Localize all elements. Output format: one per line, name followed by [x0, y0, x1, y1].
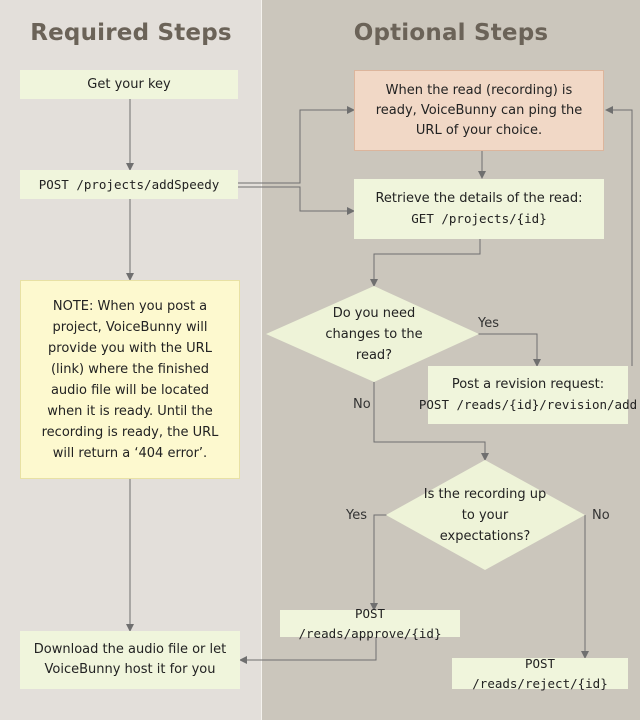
changes-decision-diamond: [266, 286, 479, 382]
download-line: Download the audio file or let: [33, 642, 227, 657]
download-step: Download the audio file or let VoiceBunn…: [20, 631, 240, 689]
changes-no-label: No: [353, 397, 371, 412]
arrow-changes-no: [373, 382, 489, 461]
note-box: NOTE: When you post a project, VoiceBunn…: [20, 280, 240, 479]
approve-label: POST /reads/approve/{id}: [298, 605, 442, 641]
expectations-decision-diamond: [386, 460, 585, 570]
changes-line: Do you need: [332, 306, 416, 321]
arrow-approve-to-download: [239, 637, 377, 664]
revision-request-step: Post a revision request: POST /reads/{id…: [419, 366, 637, 424]
retrieve-details-step: Retrieve the details of the read: GET /p…: [354, 179, 604, 239]
expectations-yes-label: Yes: [346, 508, 367, 523]
panel-divider: [261, 0, 262, 720]
expectations-line: expectations?: [439, 529, 531, 544]
download-line: VoiceBunny host it for you: [44, 662, 216, 677]
retrieve-line: Retrieve the details of the read:: [375, 191, 583, 206]
note-line: will return a ‘404 error’.: [52, 445, 208, 461]
note-line: NOTE: When you post a: [52, 298, 208, 314]
retrieve-line: GET /projects/{id}: [411, 211, 547, 226]
note-line: project, VoiceBunny will: [52, 319, 208, 335]
revision-line: POST /reads/{id}/revision/add: [418, 397, 638, 412]
arrow-retrieve-to-changes: [370, 239, 481, 287]
expectations-line: up to your: [461, 487, 547, 523]
arrow-post-to-ping: [238, 106, 355, 184]
arrow-changes-yes: [475, 333, 541, 367]
optional-steps-heading: Optional Steps: [353, 20, 549, 46]
note-line: when it is ready. Until the: [47, 403, 213, 419]
revision-line: Post a revision request:: [451, 377, 605, 392]
ping-line: When the read (recording) is: [385, 82, 573, 98]
ping-url-step: When the read (recording) is ready, Voic…: [354, 70, 604, 151]
note-line: provide you with the URL: [48, 340, 212, 356]
changes-line: changes to the: [325, 327, 423, 342]
get-key-label: Get your key: [87, 76, 171, 92]
ping-line: URL of your choice.: [415, 122, 543, 138]
expectations-line: Is the recording: [423, 487, 526, 502]
reject-step: POST /reads/reject/{id}: [452, 656, 628, 691]
changes-question: Do you need changes to the read?: [306, 303, 442, 366]
changes-yes-label: Yes: [478, 316, 499, 331]
get-key-step: Get your key: [20, 70, 238, 99]
approve-step: POST /reads/approve/{id}: [280, 606, 460, 641]
arrow-post-to-retrieve: [238, 186, 355, 215]
ping-line: ready, VoiceBunny can ping the: [375, 102, 583, 118]
post-speedy-step: POST /projects/addSpeedy: [20, 170, 238, 199]
expectations-no-label: No: [592, 508, 610, 523]
note-line: (link) where the finished: [50, 361, 210, 377]
note-line: audio file will be located: [50, 382, 210, 398]
expectations-question: Is the recording up to your expectations…: [420, 484, 550, 547]
note-line: recording is ready, the URL: [41, 424, 219, 440]
arrow-revision-loop: [605, 106, 633, 366]
post-speedy-label: POST /projects/addSpeedy: [38, 176, 220, 192]
arrow-expect-yes: [370, 514, 395, 611]
required-steps-heading: Required Steps: [30, 20, 232, 46]
changes-line: read?: [355, 348, 393, 363]
reject-label: POST /reads/reject/{id}: [472, 655, 608, 691]
